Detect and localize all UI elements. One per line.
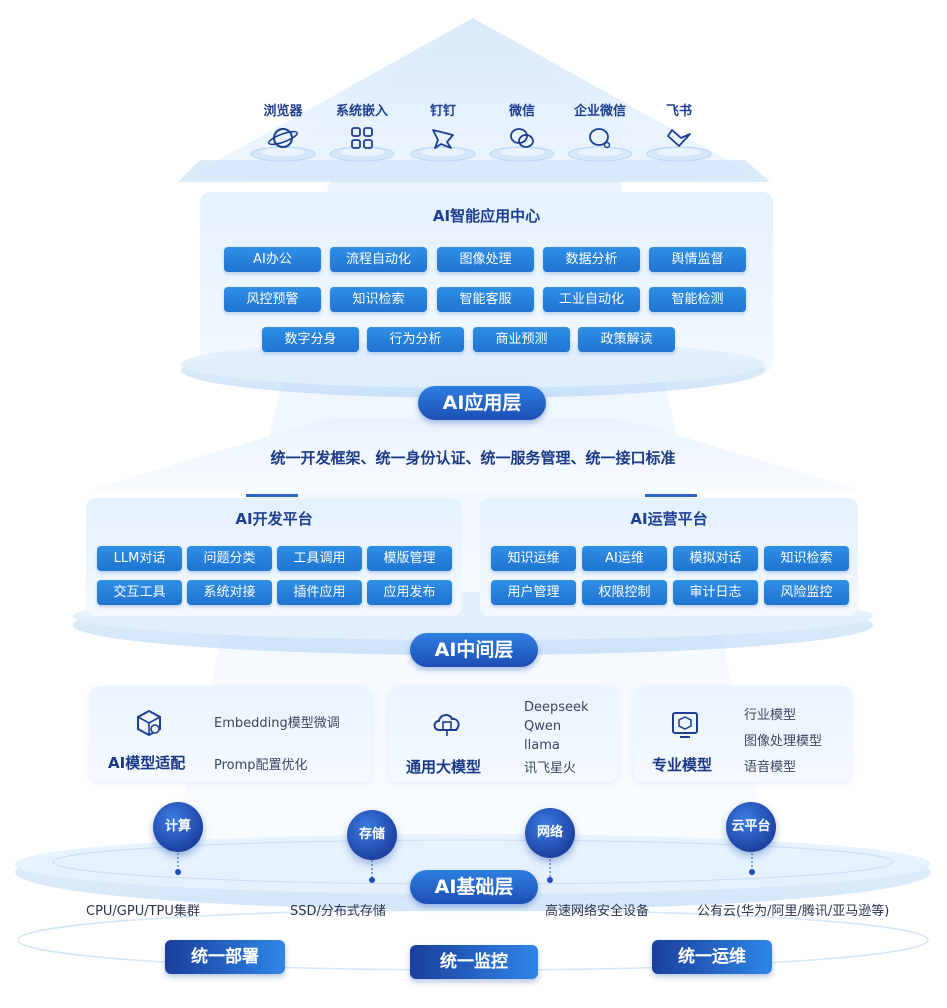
dingtalk-icon (432, 129, 454, 149)
dev-platform-pill: 模版管理 (367, 546, 452, 571)
ops-platform-pill: 知识检索 (764, 546, 849, 571)
ops-platform-pill: 模拟对话 (673, 546, 758, 571)
model-card-title: AI模型适配 (108, 754, 186, 772)
app-center-pill: 数据分析 (543, 247, 640, 272)
model-adapt-icon (137, 709, 161, 737)
infra-circle-storage: 存储 (347, 810, 397, 860)
ops-platform-title: AI运营平台 (630, 510, 708, 528)
channel-label: 企业微信 (573, 104, 626, 119)
ops-platform-pill: 风险监控 (764, 580, 849, 605)
cloud-chip-icon (433, 714, 460, 736)
app-center-pill: 舆情监督 (649, 247, 746, 272)
dev-platform-pill: 交互工具 (97, 580, 182, 605)
model-card-item: Promp配置优化 (214, 758, 308, 773)
channel-pedestal (489, 146, 555, 162)
channel-pedestal (410, 146, 476, 162)
bottom-unified-monitor: 统一监控 (410, 945, 538, 979)
model-card-item: Qwen (524, 719, 562, 734)
ops-platform-pill: 审计日志 (673, 580, 758, 605)
model-card-item: 行业模型 (744, 708, 797, 723)
bottom-unified-deploy: 统一部署 (165, 940, 285, 974)
model-card-adapt: AI模型适配 Embedding模型微调 Promp配置优化 (90, 686, 372, 782)
bottom-unified-ops: 统一运维 (652, 940, 772, 974)
channel-label: 钉钉 (429, 104, 456, 119)
app-center-pill: 风控预警 (224, 287, 321, 312)
model-card-item: 讯飞星火 (524, 761, 577, 776)
model-card-item: Embedding模型微调 (214, 716, 340, 731)
channel-label: 飞书 (665, 104, 692, 119)
app-center-pill: 智能检测 (649, 287, 746, 312)
model-card-item: 语音模型 (744, 760, 797, 775)
app-center-pill: 工业自动化 (543, 287, 640, 312)
infra-desc-compute: CPU/GPU/TPU集群 (86, 904, 200, 919)
dev-platform-pill: 问题分类 (187, 546, 272, 571)
model-card-general: 通用大模型 Deepseek Qwen llama 讯飞星火 (388, 686, 618, 782)
infra-circle-network: 网络 (525, 808, 575, 858)
channel-label: 浏览器 (263, 104, 303, 119)
layer-badge-middle: AI中间层 (410, 633, 538, 667)
app-center-pill: AI办公 (224, 247, 321, 272)
browser-icon (268, 128, 298, 148)
channel-pedestal (646, 146, 712, 162)
channel-pedestal (567, 146, 633, 162)
channel-label: 系统嵌入 (335, 104, 388, 119)
infra-desc-storage: SSD/分布式存储 (290, 904, 386, 919)
dev-platform-pill: 插件应用 (277, 580, 362, 605)
layer-badge-base: AI基础层 (410, 870, 538, 904)
feishu-icon (667, 129, 691, 147)
app-center-pill: 数字分身 (262, 327, 359, 352)
dev-platform-pill: 系统对接 (187, 580, 272, 605)
app-center-pill: 智能客服 (437, 287, 534, 312)
channel-label: 微信 (508, 104, 535, 119)
app-center-pill: 流程自动化 (330, 247, 427, 272)
dev-platform-title: AI开发平台 (235, 510, 313, 528)
cube-monitor-icon (672, 712, 698, 738)
model-card-item: Deepseek (524, 700, 589, 715)
channel-pedestal (329, 146, 395, 162)
model-card-specialized: 专业模型 行业模型 图像处理模型 语音模型 (634, 686, 852, 782)
ops-platform-pill: 用户管理 (491, 580, 576, 605)
layer-badge-app: AI应用层 (418, 386, 546, 420)
model-card-title: 通用大模型 (406, 758, 482, 776)
app-center-pill: 商业预测 (473, 327, 570, 352)
dev-platform-pill: 工具调用 (277, 546, 362, 571)
ops-platform-pill: 权限控制 (582, 580, 667, 605)
dev-platform-pill: LLM对话 (97, 546, 182, 571)
wechat-icon (510, 128, 534, 148)
app-center-title: AI智能应用中心 (432, 207, 541, 225)
unified-statement: 统一开发框架、统一身份认证、统一服务管理、统一接口标准 (270, 449, 676, 467)
infra-circle-compute: 计算 (153, 802, 203, 852)
ops-platform-pill: 知识运维 (491, 546, 576, 571)
model-card-title: 专业模型 (652, 756, 713, 774)
infra-circle-cloud: 云平台 (726, 802, 776, 852)
grid-icon (351, 127, 373, 149)
app-center-pill: 政策解读 (578, 327, 675, 352)
model-card-item: 图像处理模型 (744, 734, 823, 749)
app-center-pill: 知识检索 (330, 287, 427, 312)
model-card-item: llama (524, 738, 560, 753)
dev-platform-pill: 应用发布 (367, 580, 452, 605)
infra-desc-network: 高速网络安全设备 (545, 904, 650, 919)
ops-platform-pill: AI运维 (582, 546, 667, 571)
infra-desc-cloud: 公有云(华为/阿里/腾讯/亚马逊等) (697, 904, 890, 919)
work-wechat-icon (589, 128, 611, 149)
app-center-pill: 图像处理 (437, 247, 534, 272)
app-center-pill: 行为分析 (367, 327, 464, 352)
